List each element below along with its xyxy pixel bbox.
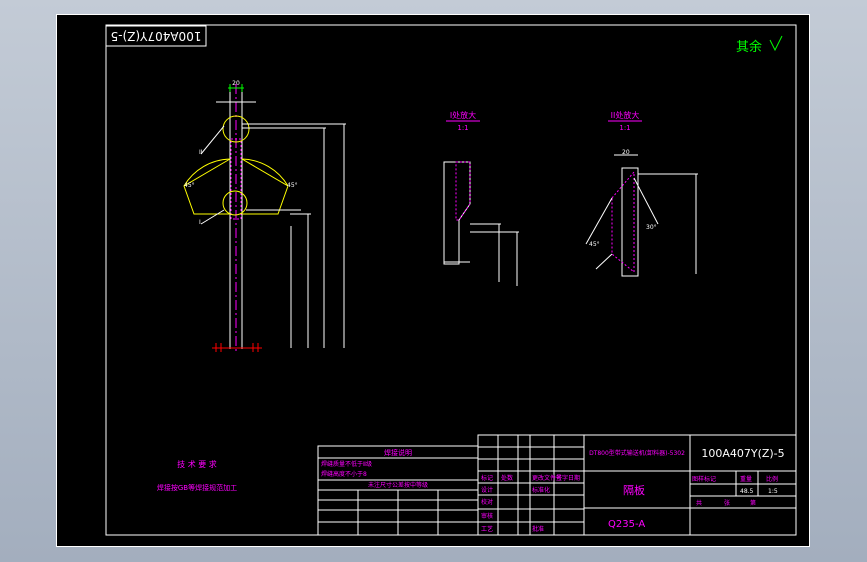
title-block: 标记 处数 更改文件号 签字 日期 设计 校对 标准化 审核 工艺 批准 DT8… xyxy=(477,434,797,536)
role-design: 设计 xyxy=(481,486,493,494)
row-label-mark: 标记 xyxy=(481,474,493,482)
detail-view-i: I处放大 1:1 xyxy=(443,110,519,286)
detail-i-scale: 1:1 xyxy=(457,124,468,132)
design-title: DT800型带式输送机(卸料器)-5302 xyxy=(589,449,685,457)
notes-table: 焊接说明 焊缝质量不低于Ⅱ级 焊缝高度不小于8 未注尺寸公差按中等级 xyxy=(317,445,479,536)
mirrored-code-box: 100A407Y(Z)-5 xyxy=(105,25,207,47)
mark-ii: II xyxy=(199,149,203,156)
dim-top-width: 20 xyxy=(232,80,240,87)
technical-requirements: 技 术 要 求 焊接按GB等焊接规范加工 xyxy=(157,459,237,492)
roughness-symbol-icon xyxy=(769,35,783,52)
role-approve: 批准 xyxy=(532,525,544,533)
sheet-of-label: 张 xyxy=(724,499,730,507)
row-label-date: 日期 xyxy=(568,474,580,482)
tech-req-title: 技 术 要 求 xyxy=(177,459,217,469)
weight-label: 重量 xyxy=(740,475,752,483)
notes-line-1: 焊缝质量不低于Ⅱ级 xyxy=(321,460,372,468)
mark-i: I xyxy=(199,219,201,226)
dim-detail-width: 20 xyxy=(622,149,630,156)
mirrored-drawing-code: 100A407Y(Z)-5 xyxy=(111,29,202,43)
role-process: 工艺 xyxy=(481,525,493,533)
role-review: 审核 xyxy=(481,512,493,520)
row-label-count: 处数 xyxy=(501,474,513,482)
sheet-total-label: 共 xyxy=(696,499,702,507)
tech-req-line-1: 焊接按GB等焊接规范加工 xyxy=(157,483,237,492)
row-label-change-doc: 更改文件号 xyxy=(532,474,562,482)
detail-circle-ii xyxy=(222,115,250,143)
part-name: 隔板 xyxy=(623,483,645,497)
dim-angle-right: 45° xyxy=(287,182,298,189)
dim-detail-angle: 45° xyxy=(589,241,600,248)
dim-angle-left: 45° xyxy=(184,182,195,189)
weight-value: 48.5 xyxy=(740,488,754,495)
roughness-note: 其余 xyxy=(736,35,783,55)
cad-drawing[interactable]: 100A407Y(Z)-5 其余 20 45° 45° II I xyxy=(56,14,810,547)
notes-line-2: 焊缝高度不小于8 xyxy=(321,470,367,478)
role-standard: 标准化 xyxy=(532,486,550,494)
dim-detail-angle2: 30° xyxy=(646,224,657,231)
outer-border xyxy=(56,14,810,547)
detail-ii-scale: 1:1 xyxy=(619,124,630,132)
scale-label: 比例 xyxy=(766,475,778,483)
role-check: 校对 xyxy=(481,498,493,506)
marking-label: 图样标记 xyxy=(692,475,716,483)
roughness-note-text: 其余 xyxy=(736,39,762,55)
scale-value: 1:5 xyxy=(768,488,778,495)
main-view: 20 45° 45° II I xyxy=(183,80,346,354)
drawing-code: 100A407Y(Z)-5 xyxy=(701,447,784,460)
sheet-num-label: 第 xyxy=(750,499,756,507)
material: Q235-A xyxy=(608,519,645,530)
detail-i-title: I处放大 xyxy=(450,110,476,120)
detail-ii-title: II处放大 xyxy=(611,110,640,120)
notes-subheader: 未注尺寸公差按中等级 xyxy=(368,481,428,489)
row-label-sign: 签字 xyxy=(556,474,568,482)
notes-title: 焊接说明 xyxy=(384,448,412,457)
detail-view-ii: II处放大 1:1 20 45° 30° xyxy=(585,110,698,277)
detail-circle-i xyxy=(222,190,248,216)
